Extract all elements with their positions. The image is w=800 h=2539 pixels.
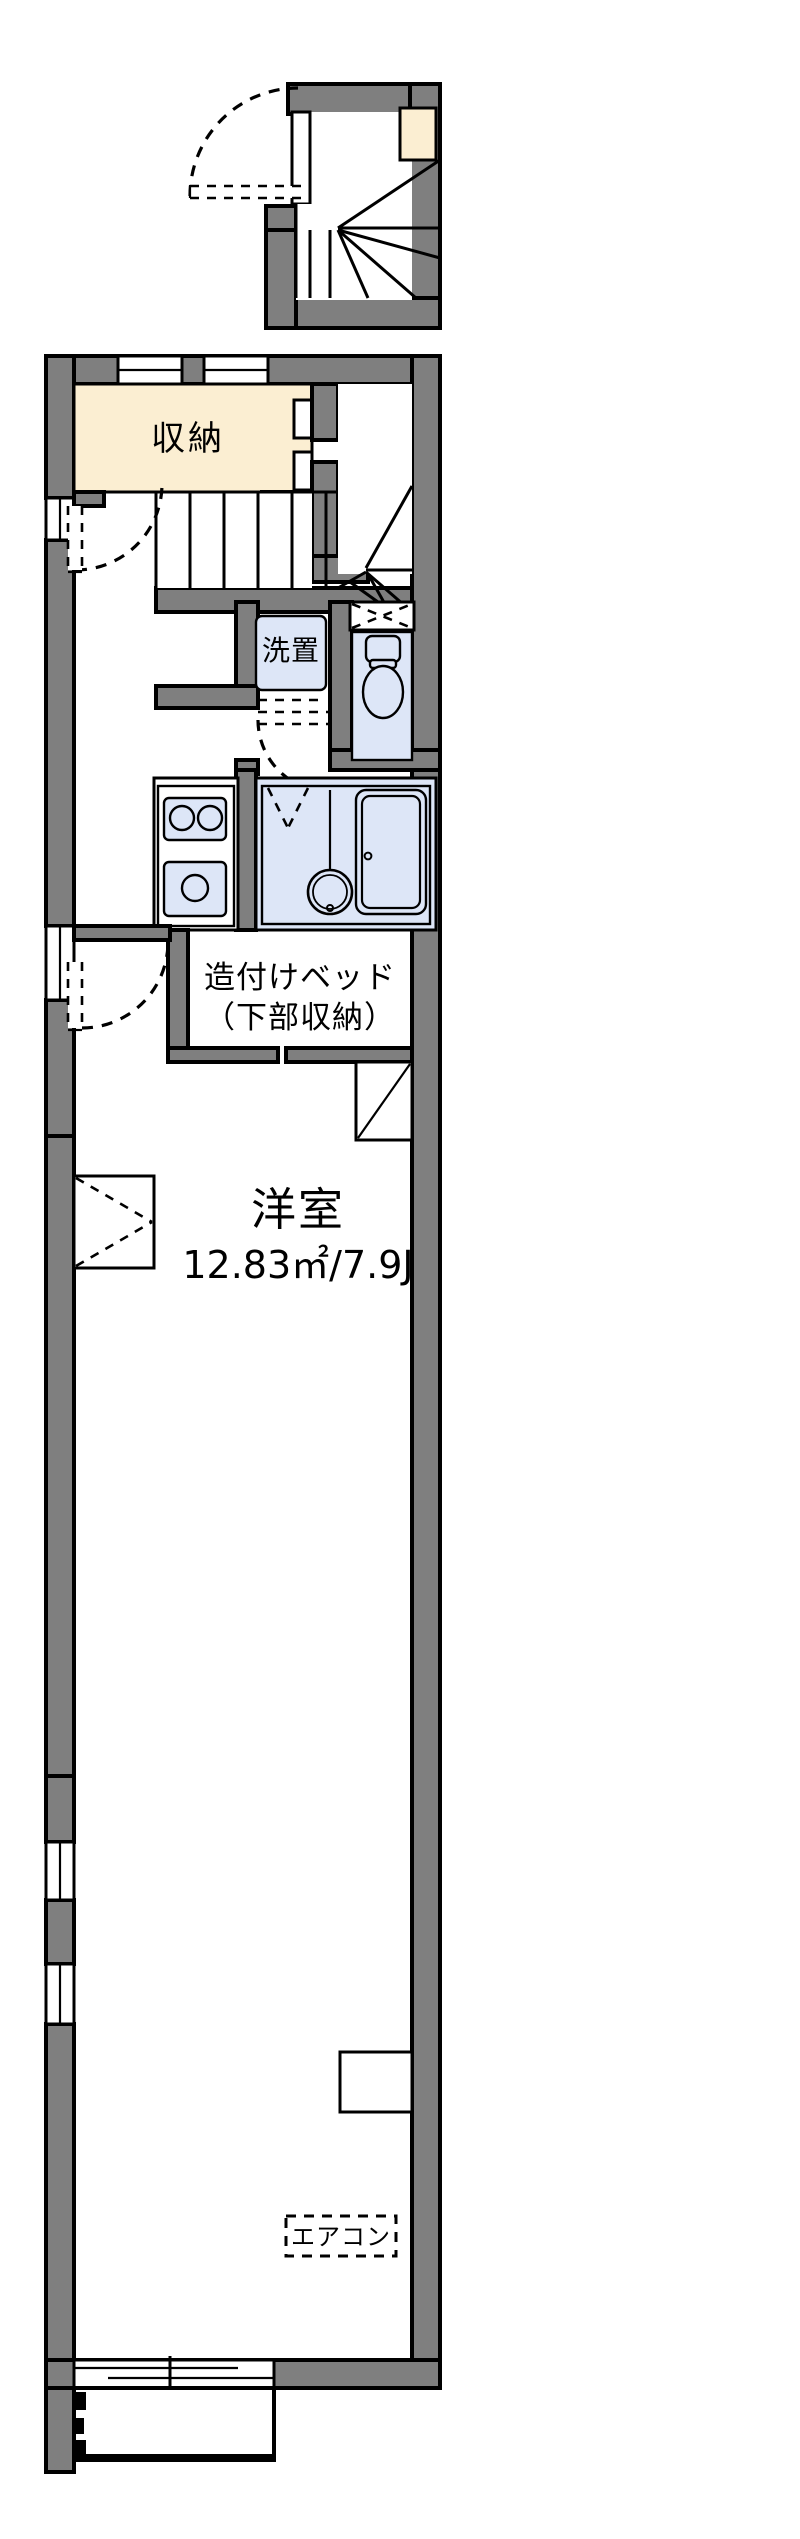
room-door-swing-icon (66, 924, 172, 1032)
left-window-lower (44, 1840, 76, 2026)
entrance-floor (296, 112, 412, 204)
storage-area: 収納 (72, 382, 314, 494)
toilet-room (348, 600, 416, 762)
kitchen-unit (152, 776, 240, 932)
unit-bath (254, 776, 438, 932)
main-room-label: 洋室 (251, 1183, 345, 1236)
lower-right-niche (338, 2050, 414, 2114)
right-closet-niche (354, 1060, 414, 1142)
laundry-label: 洗置 (262, 634, 320, 667)
entrance-door-swing-icon (188, 86, 302, 200)
wet-area: 洗置 (154, 600, 442, 794)
bed-label-line1: 造付けベッド (204, 960, 396, 996)
bath-door-icon (266, 787, 310, 829)
built-in-bed-area: 造付けベッド （下部収納） (166, 928, 414, 1064)
toilet-door-swing-icon (256, 710, 331, 794)
second-floor-staircase-icon (154, 382, 414, 653)
hall-door-swing-icon (66, 483, 164, 574)
entrance-block (188, 82, 442, 330)
shoe-storage-icon (398, 106, 438, 162)
laundry-pan: 洗置 (254, 614, 328, 692)
top-windows (116, 354, 270, 386)
aircon-marker: エアコン (284, 2214, 398, 2258)
toilet-fixture-icon (361, 634, 405, 720)
washbasin-icon (306, 790, 354, 916)
kitchen-sink-icon (162, 860, 228, 918)
bed-label-line2: （下部収納） (204, 1000, 396, 1036)
left-window-upper (44, 496, 76, 542)
balcony (44, 2356, 276, 2474)
kitchen-bath-row (152, 768, 438, 932)
storage-label: 収納 (151, 419, 225, 459)
entrance-staircase-icon (294, 158, 441, 300)
aircon-label: エアコン (291, 2223, 391, 2251)
left-low-cabinet (72, 1174, 156, 1270)
main-unit-block: 収納 (44, 354, 442, 2474)
stove-icon (162, 796, 228, 842)
main-room: 洋室 12.83㎡/7.9J (182, 1183, 413, 1287)
bathtub-icon (354, 788, 428, 916)
main-room-area: 12.83㎡/7.9J (182, 1243, 413, 1287)
